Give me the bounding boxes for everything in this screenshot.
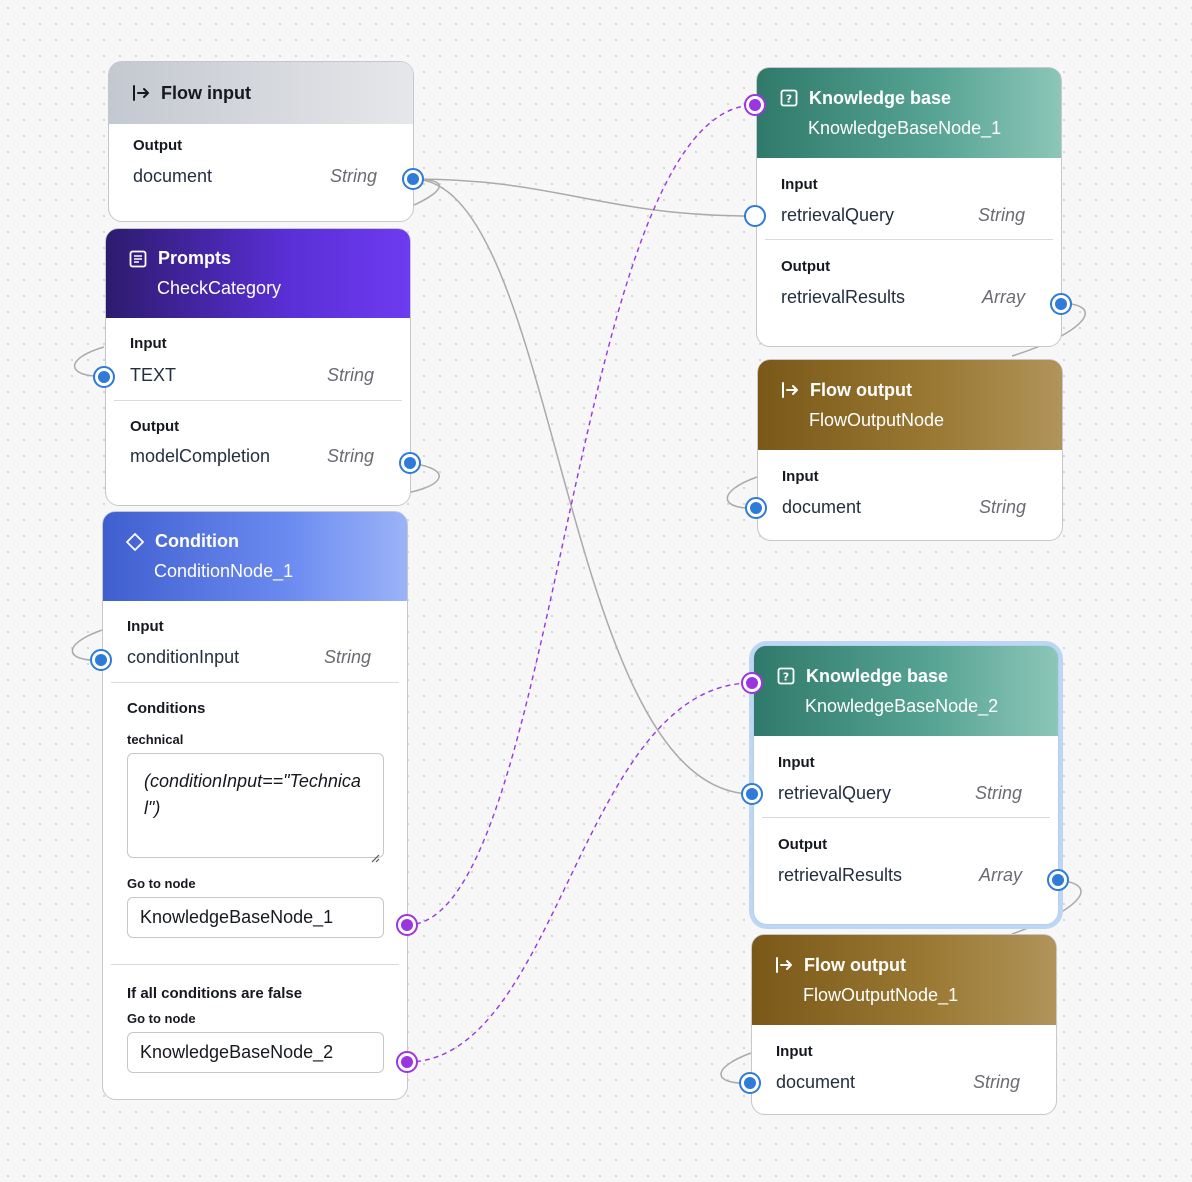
flow-input-output-port[interactable] [402,168,424,190]
else-goto-label: Go to node [127,1011,196,1026]
out1-input-port[interactable] [745,497,767,519]
conditions-label: Conditions [127,700,206,717]
output-type: Array [981,287,1025,307]
prompts-node[interactable]: Prompts CheckCategory Input TEXT String … [93,228,421,506]
output-label: Output [130,418,180,435]
out2-header: Flow output FlowOutputNode_1 [752,935,1056,1025]
prompt-document-icon [128,249,148,269]
node-title: Condition [155,531,239,551]
input-name: retrievalQuery [781,205,895,225]
knowledge-base-icon: ? [776,666,796,686]
node-title: Knowledge base [806,665,949,686]
svg-text:?: ? [786,93,792,106]
output-name: document [133,166,213,186]
input-type: String [974,783,1022,803]
condition-technical-port[interactable] [396,914,418,936]
kb1-header: ? Knowledge base KnowledgeBaseNode_1 [757,68,1061,158]
knowledge-base-icon: ? [779,88,799,108]
prompts-input-port[interactable] [93,366,115,388]
output-type: String [329,166,377,186]
node-subtitle: FlowOutputNode [809,409,945,430]
input-type: String [326,364,374,385]
knowledge-base-node-2[interactable]: ? Knowledge base KnowledgeBaseNode_2 Inp… [741,645,1069,925]
input-name: conditionInput [127,647,240,667]
input-type: String [972,1072,1020,1092]
node-subtitle: KnowledgeBaseNode_2 [805,695,999,716]
knowledge-base-node-1[interactable]: ? Knowledge base KnowledgeBaseNode_1 Inp… [744,67,1072,347]
kb2-input-port[interactable] [741,783,763,805]
output-type: Array [978,865,1022,885]
out1-header: Flow output FlowOutputNode [758,360,1062,450]
node-subtitle: ConditionNode_1 [154,561,294,581]
diamond-icon [125,532,145,552]
else-label: If all conditions are false [127,985,303,1002]
input-type: String [323,647,371,667]
input-name: TEXT [130,364,177,385]
goto-label: Go to node [127,876,196,891]
output-label: Output [781,258,831,275]
flow-output-node-2[interactable]: Flow output FlowOutputNode_1 Input docum… [739,934,1057,1115]
input-name: document [782,497,862,517]
kb2-header: ? Knowledge base KnowledgeBaseNode_2 [754,646,1058,736]
goto-node-value: KnowledgeBaseNode_1 [140,907,334,927]
node-subtitle: CheckCategory [157,278,282,298]
condition-header: Condition ConditionNode_1 [103,512,407,601]
node-title: Flow output [810,379,912,400]
edge-condition-technical-to-kb1 [406,104,756,926]
edge-document-to-kb1-query [412,178,756,217]
node-subtitle: FlowOutputNode_1 [803,984,959,1005]
kb1-output-port[interactable] [1050,293,1072,315]
node-title: Knowledge base [809,87,952,108]
output-type: String [326,446,374,466]
input-label: Input [776,1043,813,1060]
condition-expression-line: (conditionInput=="Technica [144,771,361,791]
flow-output-node-1[interactable]: Flow output FlowOutputNode Input documen… [745,359,1063,541]
kb1-condition-port[interactable] [744,94,766,116]
condition-name: technical [127,732,184,747]
node-subtitle: KnowledgeBaseNode_1 [808,117,1002,138]
svg-text:?: ? [783,671,789,684]
goto-node-input[interactable]: KnowledgeBaseNode_1 [127,897,384,938]
kb1-input-port[interactable] [744,205,766,227]
else-goto-node-input[interactable]: KnowledgeBaseNode_2 [127,1032,384,1073]
input-name: document [776,1072,856,1092]
prompts-output-port[interactable] [399,452,421,474]
output-name: retrievalResults [778,865,903,885]
input-label: Input [782,468,819,485]
output-label: Output [133,137,183,154]
node-title: Flow input [161,82,251,103]
kb2-condition-port[interactable] [741,672,763,694]
condition-expression-textarea[interactable]: (conditionInput=="Technica l") [127,753,384,863]
condition-default-port[interactable] [396,1051,418,1073]
node-title: Prompts [158,248,232,268]
input-label: Input [127,618,164,635]
flow-input-node[interactable]: Flow input Output document String [108,61,424,222]
edge-document-to-kb2-query [412,178,754,795]
input-label: Input [778,754,815,771]
input-label: Input [130,335,167,352]
flow-output-icon [774,955,794,975]
input-label: Input [781,176,818,193]
condition-expression-line: l") [144,798,161,818]
flow-input-header: Flow input [109,62,413,124]
flow-input-icon [131,83,151,103]
input-type: String [977,205,1025,225]
output-label: Output [778,836,828,853]
resize-handle-icon[interactable] [370,844,380,863]
kb2-output-port[interactable] [1047,869,1069,891]
else-goto-node-value: KnowledgeBaseNode_2 [140,1042,334,1062]
condition-node[interactable]: Condition ConditionNode_1 Input conditio… [90,511,418,1100]
prompts-header: Prompts CheckCategory [106,229,410,318]
input-type: String [978,497,1026,517]
output-name: modelCompletion [130,446,271,466]
output-name: retrievalResults [781,287,906,307]
condition-input-port[interactable] [90,649,112,671]
input-name: retrievalQuery [778,783,892,803]
edge-condition-default-to-kb2 [406,682,753,1063]
node-title: Flow output [804,954,906,975]
flow-output-icon [780,380,800,400]
out2-input-port[interactable] [739,1072,761,1094]
